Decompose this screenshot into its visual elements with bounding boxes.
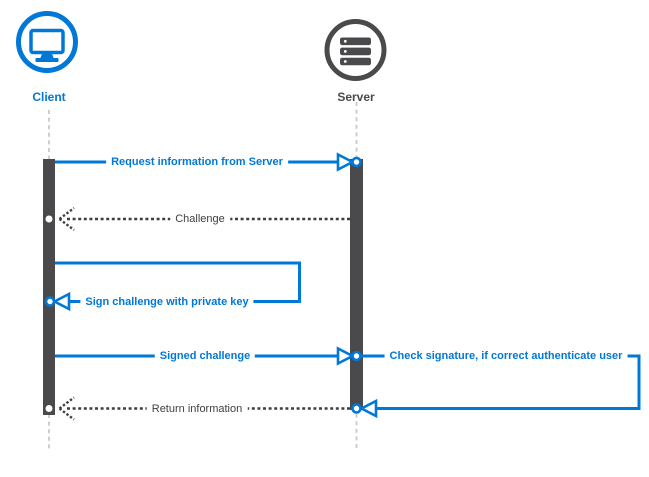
- message-label-request-information: Request information from Server: [106, 155, 288, 169]
- server-activation-bar: [350, 159, 363, 410]
- message-label-signed-challenge: Signed challenge: [154, 349, 256, 363]
- message-label-sign-challenge: Sign challenge with private key: [80, 294, 254, 309]
- actor-label-client: Client: [32, 90, 66, 104]
- message-label-return-information: Return information: [146, 401, 248, 416]
- message-label-challenge: Challenge: [170, 212, 230, 226]
- client-activation-bar: [43, 159, 55, 415]
- actor-label-server: Server: [337, 90, 375, 104]
- server-stack-icon: [324, 19, 387, 81]
- message-check-signature-loop: [351, 354, 641, 419]
- monitor-icon: [16, 11, 78, 73]
- message-label-check-signature: Check signature, if correct authenticate…: [384, 349, 628, 363]
